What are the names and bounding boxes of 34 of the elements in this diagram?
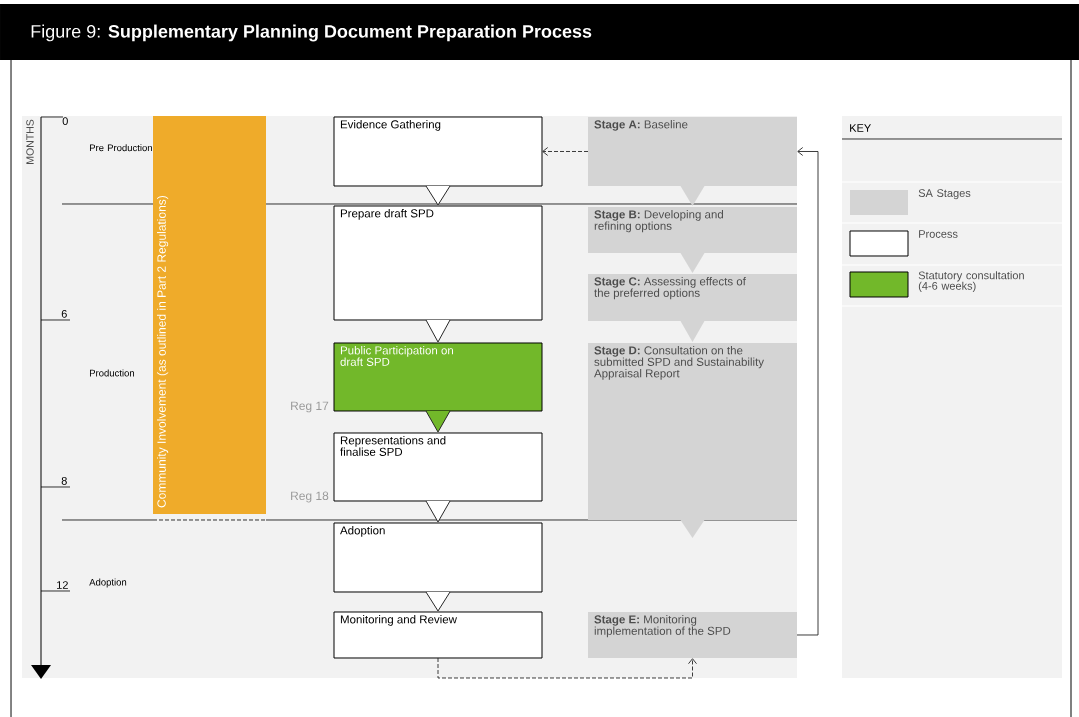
legend-label: Statutory consultation (4-6 weeks) [918, 271, 1024, 292]
regulation-label: Reg 18 [291, 491, 329, 503]
tick-label: 6 [61, 310, 67, 318]
title-bar: Figure 9: Supplementary Planning Document Preparation Process [0, 4, 1079, 60]
chevron-arrow [425, 185, 451, 206]
axis-title: MONTHS [26, 119, 34, 164]
process-box: Prepare draft SPD [333, 205, 543, 321]
process-box: Representations and finalise SPD [333, 432, 543, 502]
tick-label: 0 [62, 117, 68, 125]
chevron-arrow [425, 410, 451, 433]
chevron-arrow [425, 500, 451, 523]
pointer-triangle [680, 321, 705, 342]
community-involvement-band: Community Involvement (as outlined in Part 2 Regulations) [153, 116, 266, 514]
regulation-label: Reg 17 [291, 401, 329, 413]
process-box: Evidence Gathering [333, 116, 543, 187]
arrow [542, 147, 589, 156]
pointer-triangle [680, 186, 705, 206]
tick-label: 12 [57, 581, 68, 589]
pointer-triangle [680, 253, 705, 273]
chevron-arrow [425, 591, 451, 612]
consultation-box: Public Participation on draft SPD [333, 342, 543, 412]
tick-label: 8 [61, 477, 67, 485]
phase-label: Adoption [89, 578, 127, 588]
key-heading: KEY [850, 124, 871, 132]
stage-box: Stage E: Monitoring implementation of the SPD [588, 612, 797, 658]
arrow [437, 657, 697, 679]
stage-box: Stage A: Baseline [588, 117, 797, 186]
process-box: Adoption [333, 522, 543, 593]
arrow [796, 147, 819, 636]
chevron-arrow [425, 319, 451, 343]
stage-box: Stage D: Consultation on the submitted SPD and Sustainability Appraisal Report [588, 343, 797, 520]
legend-label: SA Stages [918, 189, 971, 200]
phase-label: Production [90, 369, 134, 377]
legend-label: Process [919, 230, 958, 238]
